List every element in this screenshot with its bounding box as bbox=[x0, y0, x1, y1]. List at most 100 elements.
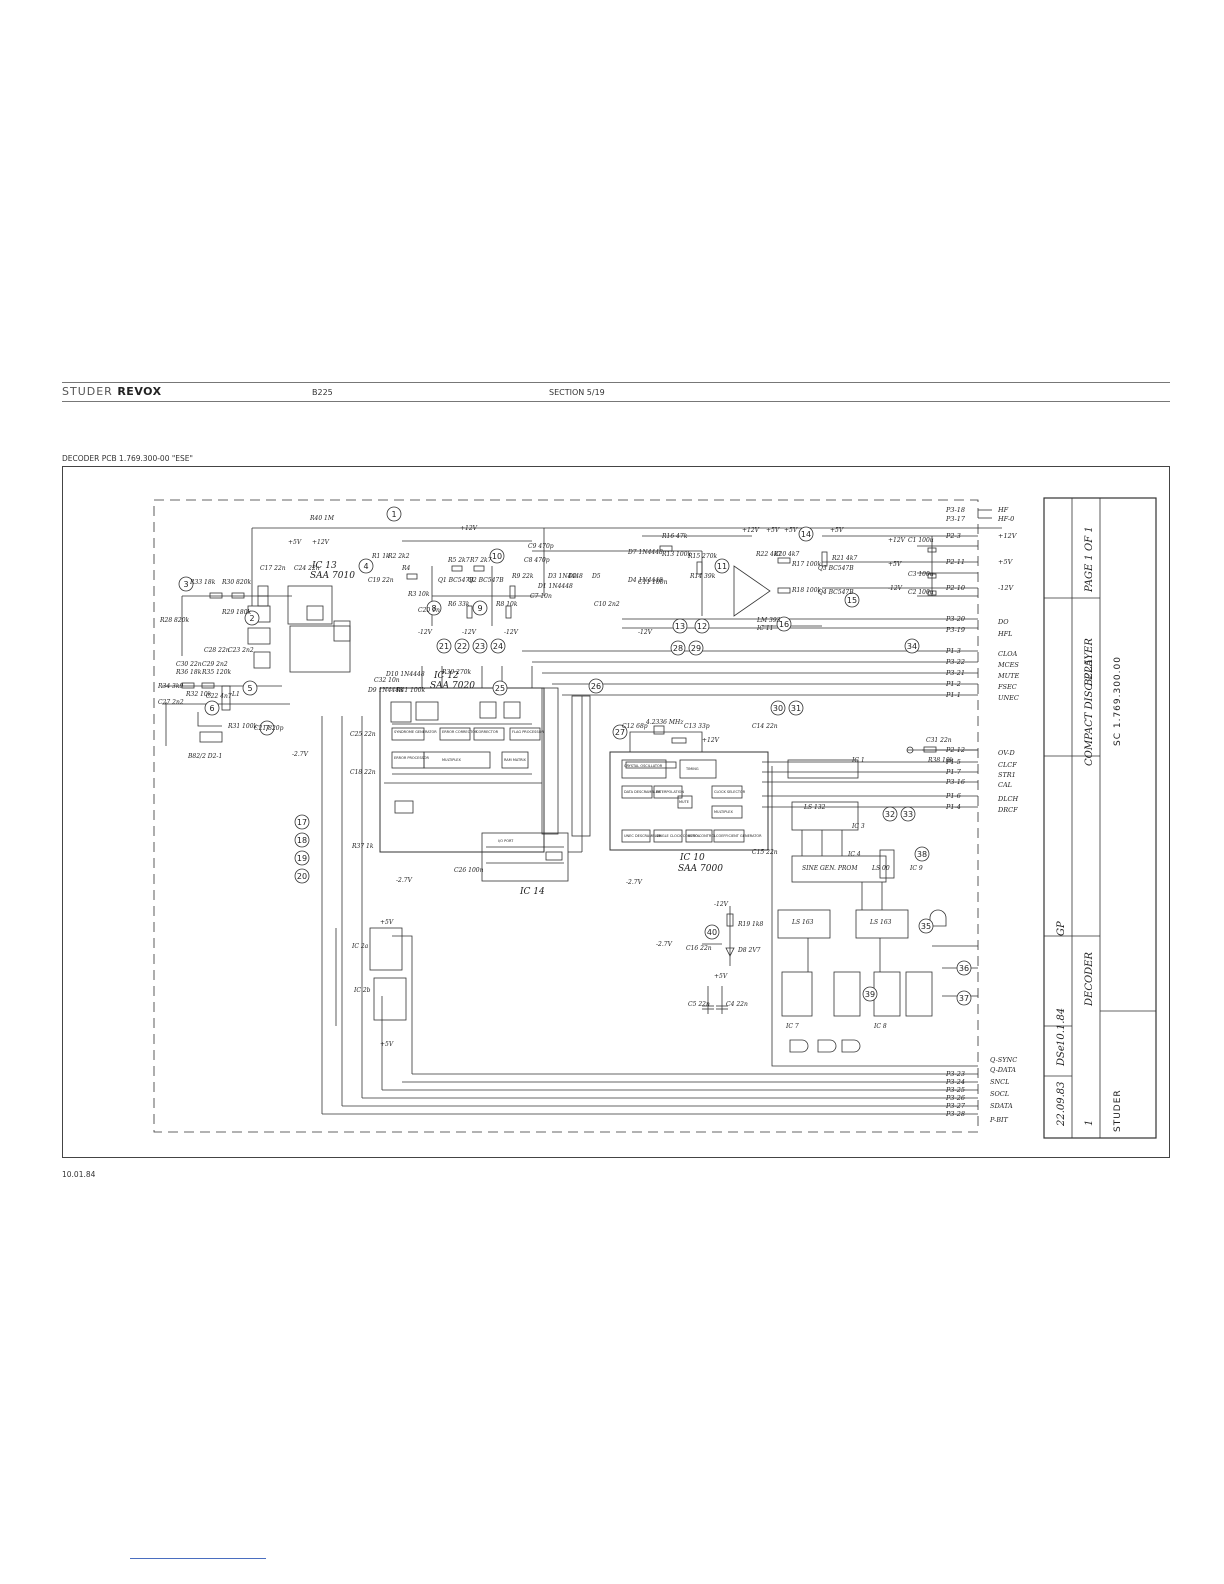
label-c11: C11 100n bbox=[638, 579, 668, 586]
pin-p3-16: P3-16 bbox=[945, 778, 965, 786]
label-b82: B82/2 D2-1 bbox=[187, 753, 222, 760]
tb-page: PAGE 1 OF 1 bbox=[1084, 526, 1095, 593]
tp-40: 40 bbox=[707, 928, 717, 937]
label-c20: C20 1n bbox=[418, 607, 440, 614]
rail-12v-b: +12V bbox=[460, 525, 478, 532]
label-c26: C26 100n bbox=[454, 867, 484, 874]
rail-5v-a: +5V bbox=[288, 539, 302, 546]
tb-rev-date: 10.1.84 bbox=[1056, 1008, 1067, 1046]
tp-28: 28 bbox=[673, 644, 683, 653]
tp-36: 36 bbox=[959, 964, 969, 973]
rail-5v-g: +5V bbox=[380, 1041, 394, 1048]
tp-14: 14 bbox=[801, 530, 811, 539]
pin-p2-12: P2-12 bbox=[945, 746, 965, 754]
ic13-part: SAA 7010 bbox=[310, 571, 355, 581]
label-r32: R32 10k bbox=[185, 691, 212, 698]
rail-m27-b: -2.7V bbox=[396, 877, 413, 884]
pin-p3-20: P3-20 bbox=[945, 615, 965, 623]
block-flag-proc: FLAG PROCESSOR bbox=[512, 730, 544, 734]
sig-ovd: OV-D bbox=[998, 749, 1016, 757]
header-rule-bottom bbox=[62, 401, 1170, 402]
label-c12: C12 68p bbox=[622, 723, 648, 730]
pin-p1-5: P1-5 bbox=[945, 758, 961, 766]
tp-16: 16 bbox=[779, 620, 789, 629]
label-d7: D7 1N4448 bbox=[627, 549, 663, 556]
rail-m12v-b: -12V bbox=[462, 629, 477, 636]
label-c25: C25 22n bbox=[350, 731, 376, 738]
block-interp: INTERPOLATION bbox=[656, 790, 684, 794]
label-c3: C3 100u bbox=[908, 571, 934, 578]
label-c22: C22 4n7 bbox=[206, 693, 232, 700]
label-q4: Q4 BC547B bbox=[818, 589, 854, 596]
tp-10: 10 bbox=[492, 552, 502, 561]
label-c1: C1 100u bbox=[908, 537, 934, 544]
tp-4: 4 bbox=[363, 562, 368, 571]
label-c28: C28 22n bbox=[204, 647, 230, 654]
block-single-clock: SINGLE CLOCK CONTROL bbox=[656, 834, 700, 838]
label-r34: R34 3k9 bbox=[157, 683, 184, 690]
label-r21: R21 4k7 bbox=[831, 555, 858, 562]
tp-1: 1 bbox=[391, 510, 396, 519]
label-r36: R36 18k bbox=[175, 669, 202, 676]
block-clock-sel: CLOCK SELECTOR bbox=[714, 790, 746, 794]
label-c9: C9 470p bbox=[528, 543, 554, 550]
sig-drcf: DRCF bbox=[997, 806, 1018, 814]
footer-date: 10.01.84 bbox=[62, 1170, 96, 1179]
block-corrector: CORRECTOR bbox=[476, 730, 499, 734]
tp-31: 31 bbox=[791, 704, 801, 713]
label-d4: D4 1N4448 bbox=[627, 577, 663, 584]
label-d2: D2 bbox=[567, 573, 577, 580]
tp-26: 26 bbox=[591, 682, 601, 691]
ic12-ref: IC 12 bbox=[433, 671, 459, 681]
tp-20: 20 bbox=[297, 872, 307, 881]
block-ram-matrix: RAM MATRIX bbox=[504, 758, 527, 762]
label-r17: R17 100k bbox=[791, 561, 822, 568]
tb-orig-date: 22.09.83 bbox=[1056, 1081, 1067, 1127]
tp-23: 23 bbox=[475, 642, 485, 651]
rail-m27-c: -2.7V bbox=[626, 879, 643, 886]
sig-str1: STR1 bbox=[998, 771, 1016, 779]
tp-37: 37 bbox=[959, 994, 969, 1003]
tb-orig-initials: DSe bbox=[1056, 1045, 1067, 1067]
label-d5: D5 bbox=[591, 573, 601, 580]
sig-clcf: CLCF bbox=[998, 761, 1017, 769]
block-error-proc: ERROR PROCESSOR bbox=[394, 756, 430, 760]
block-timing: TIMING bbox=[685, 767, 699, 771]
tp-33: 33 bbox=[903, 810, 913, 819]
rail-12v-c: +12V bbox=[742, 527, 760, 534]
tp-17: 17 bbox=[297, 818, 307, 827]
tp-24: 24 bbox=[493, 642, 503, 651]
brand-logo: STUDER REVOX bbox=[62, 385, 162, 398]
block-ic10-mux: MULTIPLEX bbox=[714, 810, 733, 814]
label-c30: C30 22n bbox=[176, 661, 202, 668]
tp-30: 30 bbox=[773, 704, 783, 713]
ic13-ref: IC 13 bbox=[311, 561, 337, 571]
sig-hf: HF bbox=[997, 506, 1009, 514]
ic10-ref: IC 10 bbox=[679, 853, 705, 863]
sig-hfl: HFL bbox=[997, 630, 1013, 638]
tp-7: 7 bbox=[264, 724, 269, 733]
label-c27: C27 2n2 bbox=[158, 699, 184, 706]
sig-12v: +12V bbox=[998, 532, 1018, 540]
rail-m12v-f: -12V bbox=[714, 901, 729, 908]
label-c4: C4 22n bbox=[726, 1001, 748, 1008]
label-r1: R1 1k bbox=[371, 553, 390, 560]
label-r9: R9 22k bbox=[511, 573, 534, 580]
sig-qdata: Q-DATA bbox=[990, 1066, 1016, 1074]
pin-p1-2: P1-2 bbox=[945, 680, 961, 688]
tb-rev-mark: 1 bbox=[1084, 1120, 1095, 1126]
label-r18: R18 100k bbox=[791, 587, 822, 594]
tp-32: 32 bbox=[885, 810, 895, 819]
pin-p3-19: P3-19 bbox=[945, 626, 965, 634]
tp-29: 29 bbox=[691, 644, 701, 653]
label-r2: R2 2k2 bbox=[387, 553, 410, 560]
tp-21: 21 bbox=[439, 642, 449, 651]
pin-p3-18: P3-18 bbox=[945, 506, 965, 514]
pin-p1-7: P1-7 bbox=[945, 768, 962, 776]
pin-p3-27: P3-27 bbox=[945, 1102, 966, 1110]
pin-p3-21: P3-21 bbox=[945, 669, 965, 677]
pin-p2-10: P2-10 bbox=[945, 584, 965, 592]
pin-p3-26: P3-26 bbox=[945, 1094, 965, 1102]
ic1-ref: IC 1 bbox=[851, 757, 865, 764]
ic11-ref: IC 11 bbox=[756, 625, 774, 632]
